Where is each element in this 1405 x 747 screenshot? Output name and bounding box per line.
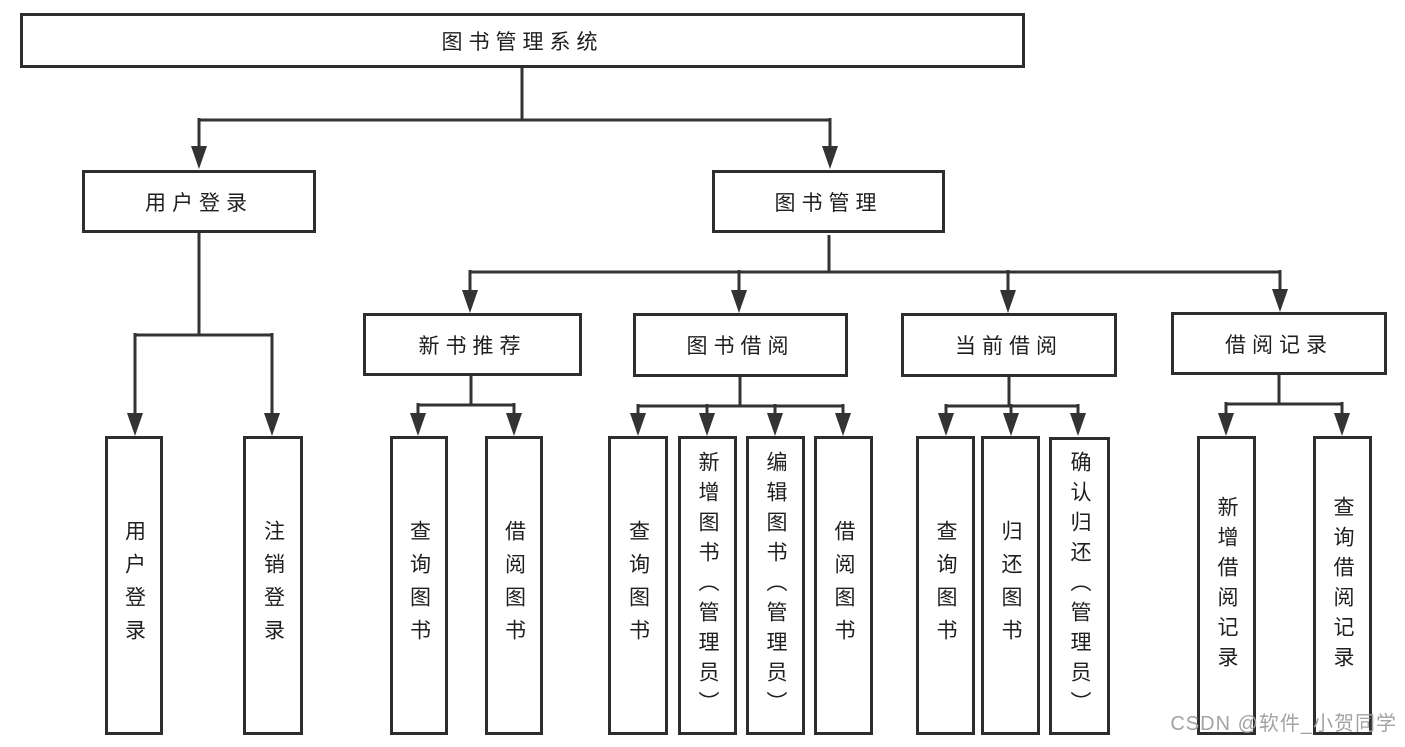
node-borrow-records: 借阅记录 xyxy=(1171,312,1387,375)
leaf-query-books-current-label: 查询图书 xyxy=(934,519,957,652)
connector-stems xyxy=(133,68,1344,418)
leaf-add-books-admin: 新增图书（管理员） xyxy=(678,436,737,735)
connector-records-to-leaves xyxy=(1224,375,1344,418)
node-book-borrow: 图书借阅 xyxy=(633,313,848,377)
arrowhead-icon xyxy=(1000,290,1016,313)
leaf-logout: 注销登录 xyxy=(243,436,303,735)
arrowhead-icon xyxy=(127,413,143,436)
leaf-query-borrow-record: 查询借阅记录 xyxy=(1313,436,1372,735)
leaf-user-login: 用户登录 xyxy=(105,436,163,735)
arrowhead-icon xyxy=(264,413,280,436)
connector-book-mgmt-to-level3 xyxy=(468,235,1282,294)
arrowhead-icon xyxy=(1218,413,1234,436)
leaf-add-borrow-record: 新增借阅记录 xyxy=(1197,436,1256,735)
leaf-add-books-admin-label: 新增图书（管理员） xyxy=(696,450,719,721)
node-user-login: 用户登录 xyxy=(82,170,316,233)
arrowheads xyxy=(127,146,1350,436)
leaf-user-login-label: 用户登录 xyxy=(122,519,146,652)
leaf-add-borrow-record-label: 新增借阅记录 xyxy=(1215,495,1238,676)
node-book-management-label: 图书管理 xyxy=(774,191,883,215)
leaf-query-books-current: 查询图书 xyxy=(916,436,975,735)
arrowhead-icon xyxy=(506,413,522,436)
connector-root-to-level2 xyxy=(197,68,832,150)
arrowhead-icon xyxy=(462,290,478,313)
leaf-query-books-borrow-label: 查询图书 xyxy=(626,519,650,652)
node-book-borrow-label: 图书借阅 xyxy=(686,335,795,358)
arrowhead-icon xyxy=(1003,413,1019,436)
leaf-query-books-recommend: 查询图书 xyxy=(390,436,448,735)
arrowhead-icon xyxy=(938,413,954,436)
arrowhead-icon xyxy=(699,413,715,436)
leaf-borrow-books: 借阅图书 xyxy=(814,436,873,735)
node-library-system: 图书管理系统 xyxy=(20,13,1025,68)
connector-borrow-to-leaves xyxy=(636,377,845,418)
leaf-borrow-books-recommend-label: 借阅图书 xyxy=(502,519,526,652)
leaf-borrow-books-label: 借阅图书 xyxy=(832,519,855,652)
leaf-edit-books-admin: 编辑图书（管理员） xyxy=(746,436,805,735)
connector-new-books-to-leaves xyxy=(416,376,516,418)
arrowhead-icon xyxy=(731,290,747,313)
node-new-book-recommend: 新书推荐 xyxy=(363,313,582,376)
node-borrow-records-label: 借阅记录 xyxy=(1225,333,1333,357)
csdn-watermark: CSDN @软件_小贺同学 xyxy=(1170,713,1397,735)
leaf-query-borrow-record-label: 查询借阅记录 xyxy=(1331,495,1354,676)
connector-current-to-leaves xyxy=(944,377,1080,418)
connector-user-login-to-leaves xyxy=(133,233,274,418)
arrowhead-icon xyxy=(630,413,646,436)
node-new-book-recommend-label: 新书推荐 xyxy=(418,334,527,358)
node-book-management: 图书管理 xyxy=(712,170,945,233)
leaf-query-books-borrow: 查询图书 xyxy=(608,436,668,735)
arrowhead-icon xyxy=(410,413,426,436)
leaf-borrow-books-recommend: 借阅图书 xyxy=(485,436,543,735)
arrowhead-icon xyxy=(767,413,783,436)
arrowhead-icon xyxy=(1334,413,1350,436)
arrowhead-icon xyxy=(191,146,207,169)
node-library-system-label: 图书管理系统 xyxy=(441,30,604,54)
leaf-return-books: 归还图书 xyxy=(981,436,1040,735)
arrowhead-icon xyxy=(835,413,851,436)
arrowhead-icon xyxy=(1272,289,1288,312)
leaf-return-books-label: 归还图书 xyxy=(999,519,1022,652)
leaf-confirm-return-admin: 确认归还（管理员） xyxy=(1049,437,1110,735)
arrowhead-icon xyxy=(1070,413,1086,436)
node-user-login-label: 用户登录 xyxy=(145,191,253,215)
arrowhead-icon xyxy=(822,146,838,169)
leaf-logout-label: 注销登录 xyxy=(261,519,285,652)
leaf-query-books-recommend-label: 查询图书 xyxy=(407,519,431,652)
node-current-borrow-label: 当前借阅 xyxy=(955,335,1063,358)
node-current-borrow: 当前借阅 xyxy=(901,313,1117,377)
leaf-confirm-return-admin-label: 确认归还（管理员） xyxy=(1068,451,1091,721)
leaf-edit-books-admin-label: 编辑图书（管理员） xyxy=(764,450,787,721)
